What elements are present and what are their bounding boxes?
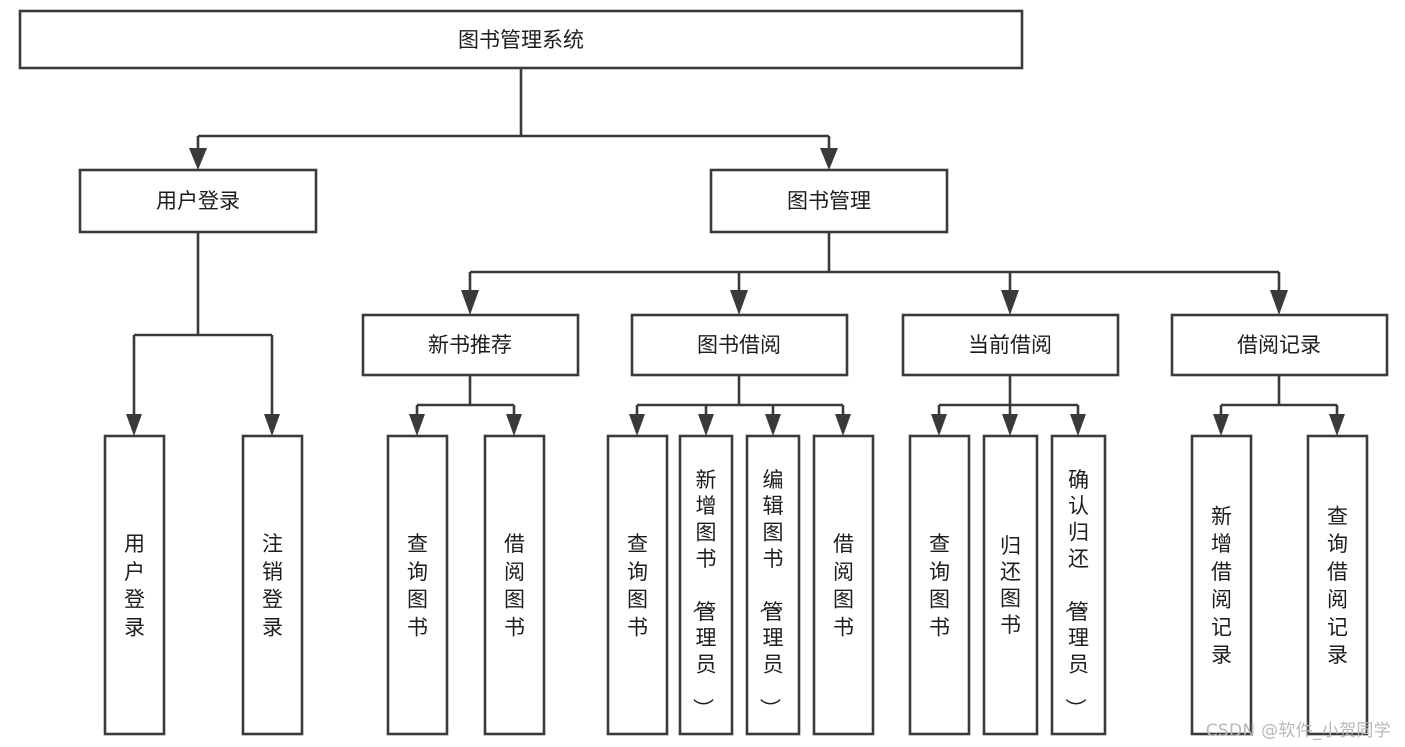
node-new-book-rec-label: 新书推荐	[428, 333, 512, 357]
arrow-icon-leaf-br-add	[1213, 414, 1229, 436]
node-borrow-record-box[interactable]	[1170, 313, 1389, 377]
node-leaf-rec-query-book[interactable]: 查询图书	[386, 434, 449, 736]
node-leaf-bb-edit-book-label: 编辑图书（管理员）	[758, 468, 784, 719]
node-leaf-cb-return-book-label: 归还图书	[1000, 534, 1021, 637]
node-leaf-user-login[interactable]: 用户登录	[103, 434, 166, 736]
node-current-borrow-box[interactable]	[901, 313, 1120, 377]
node-book-borrow[interactable]: 图书借阅	[630, 313, 849, 377]
node-leaf-rec-borrow-book-box[interactable]	[483, 434, 546, 736]
node-leaf-rec-borrow-book[interactable]: 借阅图书	[483, 434, 546, 736]
nodes-layer: 图书管理系统 用户登录 图书管理 新书推荐 图书借阅	[18, 9, 1389, 377]
node-root-label: 图书管理系统	[458, 28, 584, 52]
arrow-icon-leaf-bb-add	[698, 414, 714, 436]
arrow-icon-leaf-rec-borrow	[506, 414, 522, 436]
node-current-borrow[interactable]: 当前借阅	[901, 313, 1120, 377]
node-leaf-br-query-record[interactable]: 查询借阅记录	[1306, 434, 1369, 736]
connectors-layer	[132, 68, 1339, 414]
node-leaf-rec-query-book-box[interactable]	[386, 434, 449, 736]
node-book-manage-box[interactable]	[709, 168, 949, 234]
node-leaf-br-query-record-box[interactable]	[1306, 434, 1369, 736]
node-root[interactable]: 图书管理系统	[18, 9, 1024, 70]
node-leaf-user-login-box[interactable]	[103, 434, 166, 736]
node-leaf-cb-confirm-return-label: 确认归还（管理员）	[1063, 468, 1089, 719]
node-leaf-br-query-record-label: 查询借阅记录	[1327, 504, 1348, 667]
arrow-icon-leaf-cb-query	[931, 414, 947, 436]
node-leaf-bb-query-book-box[interactable]	[606, 434, 669, 736]
node-new-book-rec[interactable]: 新书推荐	[361, 313, 580, 377]
node-leaf-bb-add-book-label: 新增图书（管理员）	[691, 468, 717, 719]
arrow-icon-leaf-bb-edit	[765, 414, 781, 436]
node-leaf-cb-query-book[interactable]: 查询图书	[908, 434, 971, 736]
arrow-icon-user-login	[189, 148, 207, 170]
arrow-icon-leaf-br-query	[1329, 414, 1345, 436]
leaf-nodes-layer: 用户登录 注销登录 查询图书 借阅图书 查询图书 新增图书（管理员） 编辑图书（管理员） 借阅…	[103, 434, 1369, 736]
node-leaf-bb-borrow-book[interactable]: 借阅图书	[812, 434, 875, 736]
node-borrow-record-label: 借阅记录	[1237, 333, 1321, 357]
node-current-borrow-label: 当前借阅	[968, 333, 1052, 357]
node-leaf-logout-box[interactable]	[241, 434, 304, 736]
node-leaf-bb-add-book[interactable]: 新增图书（管理员）	[678, 434, 734, 736]
arrow-icon-leaf-user-login	[126, 414, 142, 436]
node-leaf-logout[interactable]: 注销登录	[241, 434, 304, 736]
arrow-icon-leaf-logout	[264, 414, 280, 436]
node-book-borrow-label: 图书借阅	[697, 333, 781, 357]
arrow-icon-current-borrow	[1001, 290, 1019, 315]
node-leaf-cb-confirm-return[interactable]: 确认归还（管理员）	[1050, 434, 1107, 736]
node-leaf-br-add-record[interactable]: 新增借阅记录	[1190, 434, 1253, 736]
arrow-icon-leaf-cb-confirm	[1070, 414, 1086, 436]
arrow-icon-new-book-rec	[461, 290, 479, 315]
node-leaf-bb-query-book[interactable]: 查询图书	[606, 434, 669, 736]
node-leaf-cb-return-book-box[interactable]	[982, 434, 1039, 736]
node-leaf-bb-query-book-label: 查询图书	[627, 532, 648, 639]
node-user-login-label: 用户登录	[156, 189, 240, 213]
node-user-login[interactable]: 用户登录	[78, 168, 318, 234]
arrow-icon-book-manage	[820, 148, 838, 170]
node-leaf-cb-query-book-box[interactable]	[908, 434, 971, 736]
node-leaf-user-login-label: 用户登录	[124, 532, 145, 639]
node-leaf-rec-query-book-label: 查询图书	[407, 532, 428, 639]
node-leaf-bb-edit-book-box[interactable]	[745, 434, 801, 736]
node-leaf-br-add-record-box[interactable]	[1190, 434, 1253, 736]
arrow-icon-leaf-cb-return	[1002, 414, 1018, 436]
node-book-manage-label: 图书管理	[787, 189, 871, 213]
arrow-icon-leaf-rec-query	[409, 414, 425, 436]
node-leaf-logout-label: 注销登录	[262, 532, 283, 639]
node-book-borrow-box[interactable]	[630, 313, 849, 377]
node-leaf-cb-return-book[interactable]: 归还图书	[982, 434, 1039, 736]
node-root-box[interactable]	[18, 9, 1024, 70]
node-leaf-cb-confirm-return-box[interactable]	[1050, 434, 1107, 736]
arrowheads-layer	[126, 148, 1345, 436]
node-leaf-bb-borrow-book-box[interactable]	[812, 434, 875, 736]
node-borrow-record[interactable]: 借阅记录	[1170, 313, 1389, 377]
node-leaf-br-add-record-label: 新增借阅记录	[1211, 504, 1232, 667]
node-leaf-bb-add-book-box[interactable]	[678, 434, 734, 736]
node-user-login-box[interactable]	[78, 168, 318, 234]
node-book-manage[interactable]: 图书管理	[709, 168, 949, 234]
csdn-watermark: CSDN @软件_小贺同学	[1205, 721, 1391, 741]
arrow-icon-borrow-record	[1270, 290, 1288, 315]
arrow-icon-leaf-bb-query	[629, 414, 645, 436]
node-leaf-bb-borrow-book-label: 借阅图书	[833, 532, 854, 639]
arrow-icon-book-borrow	[730, 290, 748, 315]
node-leaf-bb-edit-book[interactable]: 编辑图书（管理员）	[745, 434, 801, 736]
node-leaf-rec-borrow-book-label: 借阅图书	[504, 532, 525, 639]
node-leaf-cb-query-book-label: 查询图书	[929, 532, 950, 639]
node-new-book-rec-box[interactable]	[361, 313, 580, 377]
arrow-icon-leaf-bb-borrow	[835, 414, 851, 436]
